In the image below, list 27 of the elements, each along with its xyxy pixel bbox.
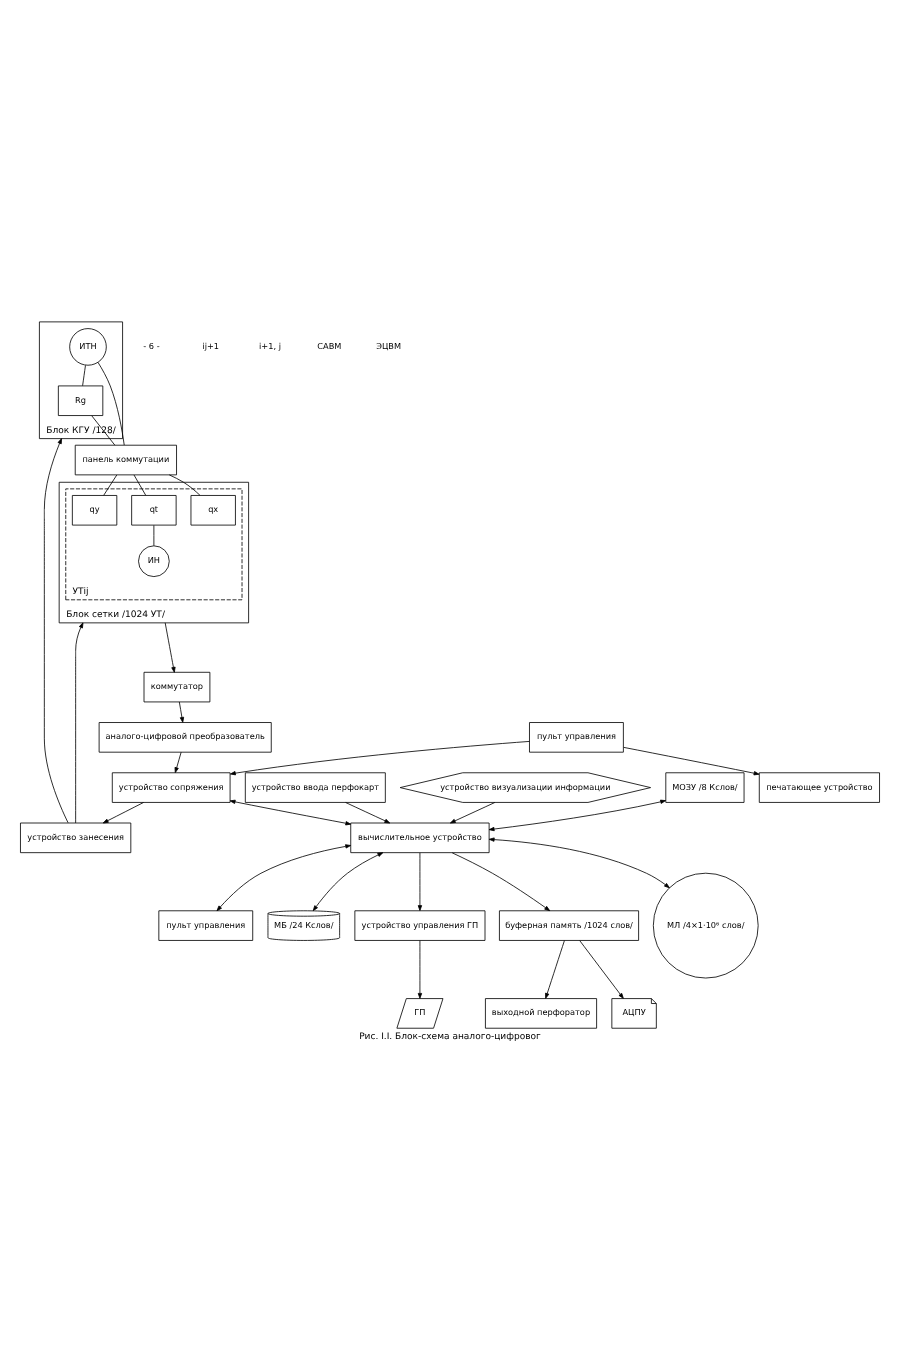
arrow: [312, 852, 384, 912]
arrow: [229, 799, 352, 826]
connector: [91, 415, 116, 446]
connector: [103, 474, 118, 496]
arrow: [451, 852, 551, 912]
arrow: [230, 741, 530, 776]
connector: [82, 364, 86, 387]
arrow: [417, 852, 423, 911]
connector: [168, 474, 201, 496]
arrow: [43, 438, 69, 824]
arrow: [545, 940, 565, 999]
connector: [133, 474, 147, 496]
arrow: [488, 837, 670, 889]
arrow: [174, 751, 182, 773]
connector: [153, 524, 155, 547]
arrow: [449, 802, 496, 824]
arrow: [178, 701, 185, 723]
arrow: [102, 802, 144, 824]
arrow: [417, 940, 423, 999]
arrow: [579, 940, 624, 999]
arrow: [216, 844, 352, 912]
arrow: [75, 622, 84, 824]
arrow: [623, 746, 760, 776]
arrow: [345, 802, 391, 824]
connector: [97, 362, 125, 446]
arrow: [164, 622, 176, 673]
arrow: [488, 799, 666, 832]
